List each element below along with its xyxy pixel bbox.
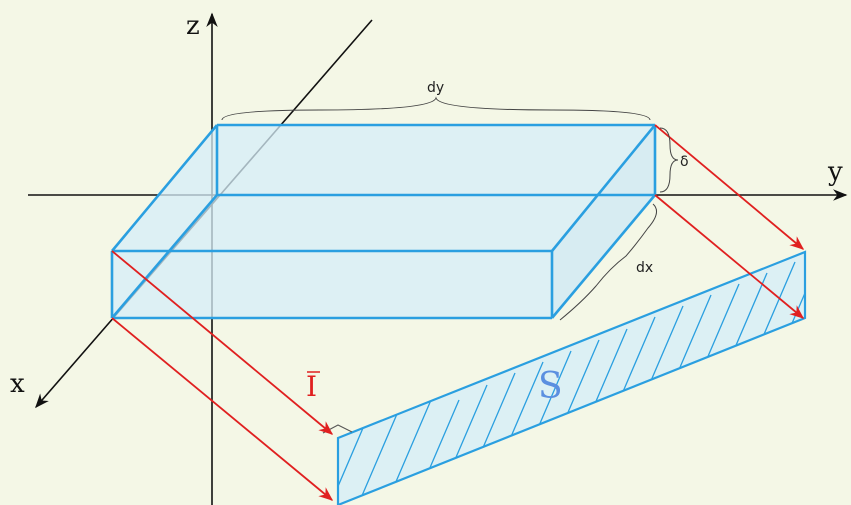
- y-axis-label: y: [827, 157, 843, 187]
- panel-outline: [336, 250, 807, 505]
- dy-brace: [221, 96, 651, 121]
- delta-label: δ: [680, 154, 689, 170]
- current-label: I: [306, 370, 317, 403]
- surface-label: S: [538, 366, 563, 407]
- box-edges: [110, 123, 657, 320]
- volume-element: [110, 123, 657, 320]
- projection-arrows: [111, 124, 805, 501]
- projection-arrow-1: [111, 250, 334, 435]
- dx-brace: [559, 203, 658, 321]
- panel-fill: [338, 252, 805, 505]
- box-right-face: [552, 125, 655, 318]
- projection-arrow-2: [111, 317, 334, 501]
- projection-arrow-4: [654, 194, 805, 319]
- box-top-face: [112, 125, 655, 251]
- dx-label: dx: [636, 260, 653, 276]
- box-front-face: [112, 251, 552, 318]
- z-axis-label: z: [186, 11, 200, 41]
- projection-arrow-3: [654, 124, 805, 250]
- dimension-annotations: [221, 96, 679, 321]
- x-axis-label: x: [10, 369, 25, 399]
- delta-brace: [659, 127, 679, 193]
- dy-label: dy: [427, 80, 444, 96]
